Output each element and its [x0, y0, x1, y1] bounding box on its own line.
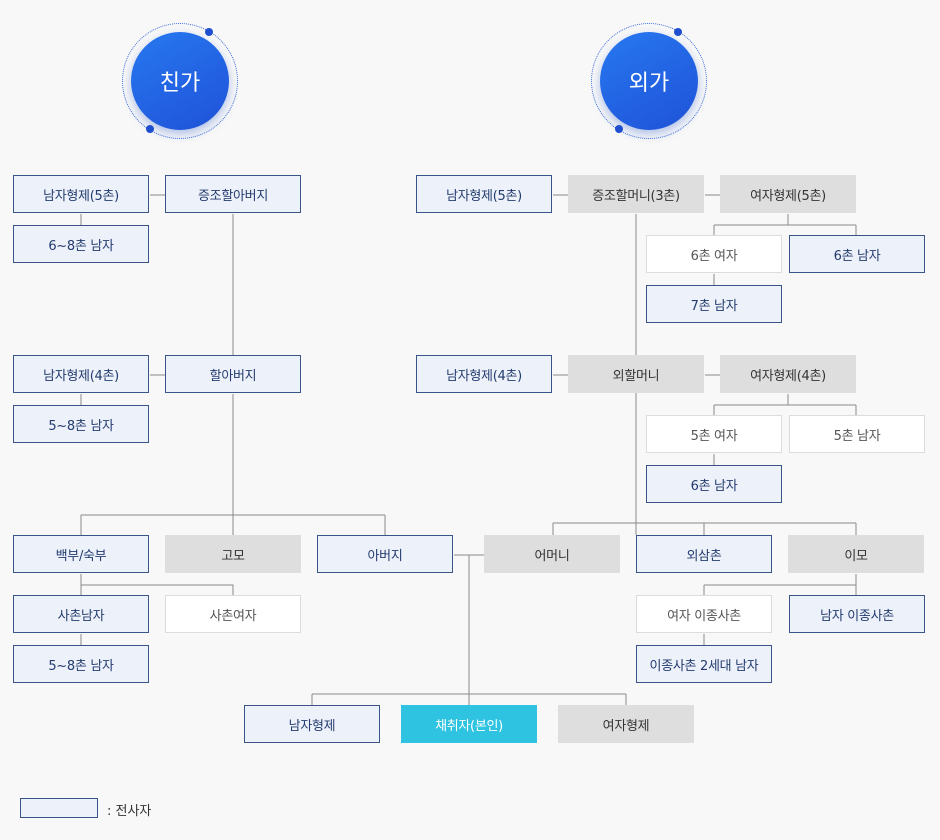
node-paternal-cousin-descendants: 5~8촌 남자: [13, 645, 149, 683]
node-father: 아버지: [317, 535, 453, 573]
node-maternal-g-brothers: 남자형제(4촌): [416, 355, 552, 393]
paternal-heading: 친가: [131, 32, 229, 130]
node-paternal-cousin-female: 사촌여자: [165, 595, 301, 633]
node-maternal-g-sis-female: 5촌 여자: [646, 415, 782, 453]
badge-dot: [615, 125, 623, 133]
legend-swatch: [20, 798, 98, 818]
node-paternal-cousin-male: 사촌남자: [13, 595, 149, 633]
node-maternal-g-sis-female-son: 6촌 남자: [646, 465, 782, 503]
node-maternal-g-sisters: 여자형제(4촌): [720, 355, 856, 393]
node-maternal-grandmother: 외할머니: [568, 355, 704, 393]
node-maternal-gg-sis-female-son: 7촌 남자: [646, 285, 782, 323]
badge-dotted-ring: [122, 23, 238, 139]
maternal-heading-badge: 외가: [591, 23, 707, 139]
node-self: 채취자(본인): [401, 705, 537, 743]
node-grandfather: 할아버지: [165, 355, 301, 393]
node-mother: 어머니: [484, 535, 620, 573]
node-paternal-gg-brothers: 남자형제(5촌): [13, 175, 149, 213]
node-paternal-g-descendants: 5~8촌 남자: [13, 405, 149, 443]
node-maternal-gg-sis-male: 6촌 남자: [789, 235, 925, 273]
badge-dot: [205, 28, 213, 36]
node-paternal-aunt: 고모: [165, 535, 301, 573]
legend-label: : 전사자: [107, 804, 152, 819]
maternal-heading: 외가: [600, 32, 698, 130]
node-brother: 남자형제: [244, 705, 380, 743]
badge-dot: [674, 28, 682, 36]
paternal-heading-badge: 친가: [122, 23, 238, 139]
node-maternal-gg-sis-female: 6촌 여자: [646, 235, 782, 273]
node-maternal-aunt: 이모: [788, 535, 924, 573]
node-paternal-uncle: 백부/숙부: [13, 535, 149, 573]
node-paternal-g-brothers: 남자형제(4촌): [13, 355, 149, 393]
node-maternal-gg-sisters: 여자형제(5촌): [720, 175, 856, 213]
node-maternal-gg-brothers: 남자형제(5촌): [416, 175, 552, 213]
node-maternal-aunt-male-child: 남자 이종사촌: [789, 595, 925, 633]
node-paternal-gg-descendants: 6~8촌 남자: [13, 225, 149, 263]
badge-dotted-ring: [591, 23, 707, 139]
node-maternal-uncle: 외삼촌: [636, 535, 772, 573]
node-maternal-aunt-female-child: 여자 이종사촌: [636, 595, 772, 633]
node-maternal-g-sis-male: 5촌 남자: [789, 415, 925, 453]
badge-dot: [146, 125, 154, 133]
node-great-grandfather: 증조할아버지: [165, 175, 301, 213]
node-great-grandmother: 증조할머니(3촌): [568, 175, 704, 213]
node-sister: 여자형제: [558, 705, 694, 743]
node-maternal-aunt-grandchild: 이종사촌 2세대 남자: [636, 645, 772, 683]
